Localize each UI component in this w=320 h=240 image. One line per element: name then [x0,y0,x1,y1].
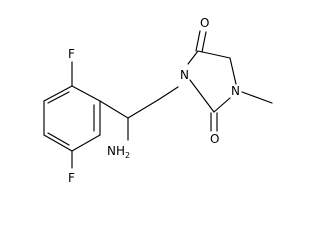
fluorine-top-label: F [68,47,75,61]
bond-n3-c4 [187,50,199,65]
ring-bond-1 [71,85,101,102]
ring-inner-double-3 [47,91,70,104]
ring-bond-6 [43,85,73,102]
amino-group-label: NH2 [107,144,130,160]
nitrogen-3-label: N [180,68,189,82]
bond-ring-to-ch [99,100,129,119]
nitrogen-1-label: N [231,84,240,98]
difluorophenyl-ring [43,85,101,152]
imidazolidinedione-ring [187,50,237,113]
bond-ch2-to-n3 [157,86,179,101]
carbonyl-4-bond-a [195,30,201,52]
ring-inner-double-2 [47,132,70,146]
bond-n1-methyl [241,91,273,104]
oxygen-4-label: O [200,16,209,30]
bond-n1-c2 [213,97,231,113]
bond-c5-n1 [229,57,237,85]
ring-bond-4 [43,134,73,152]
oxygen-2-label: O [210,132,219,146]
chemical-structure: F F NH2 N N O O [43,16,273,185]
ring-bond-3 [71,134,101,152]
bond-c2-n3 [189,79,215,113]
bond-ch-to-ch2 [127,99,159,119]
bond-c4-c5 [197,50,231,59]
carbonyl-4-bond-b [201,31,207,53]
fluorine-bottom-label: F [68,171,75,185]
